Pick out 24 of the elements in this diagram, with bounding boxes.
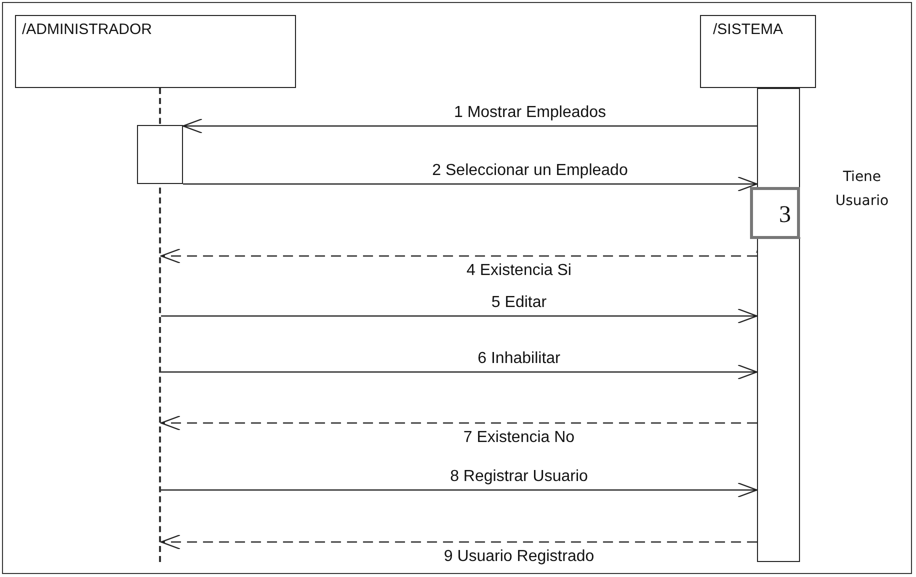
activation-box <box>137 125 183 184</box>
message-arrow <box>183 176 758 192</box>
message-label: 6 Inhabilitar <box>478 350 560 368</box>
message-label: 1 Mostrar Empleados <box>454 104 606 122</box>
message-arrow <box>161 364 758 380</box>
return-arrow <box>160 534 757 550</box>
message-label: 9 Usuario Registrado <box>444 548 594 566</box>
step-note: Tiene Usuario <box>834 168 890 211</box>
message-label: 2 Seleccionar un Empleado <box>432 162 628 180</box>
message-label: 4 Existencia Si <box>466 262 572 280</box>
step-number: 3 <box>779 202 791 229</box>
message-arrow <box>161 482 758 498</box>
return-arrow <box>160 248 757 264</box>
lifeline-header <box>700 15 816 88</box>
message-label: 5 Editar <box>491 294 547 312</box>
self-call-box <box>750 187 800 239</box>
return-arrow <box>160 415 757 431</box>
message-label: 7 Existencia No <box>463 429 575 447</box>
message-arrow <box>161 308 758 324</box>
lifeline-title: /SISTEMA <box>713 21 784 38</box>
message-arrow <box>182 118 757 134</box>
message-label: 8 Registrar Usuario <box>450 468 588 486</box>
lifeline-header <box>15 15 296 88</box>
lifeline-title: /ADMINISTRADOR <box>22 21 152 38</box>
